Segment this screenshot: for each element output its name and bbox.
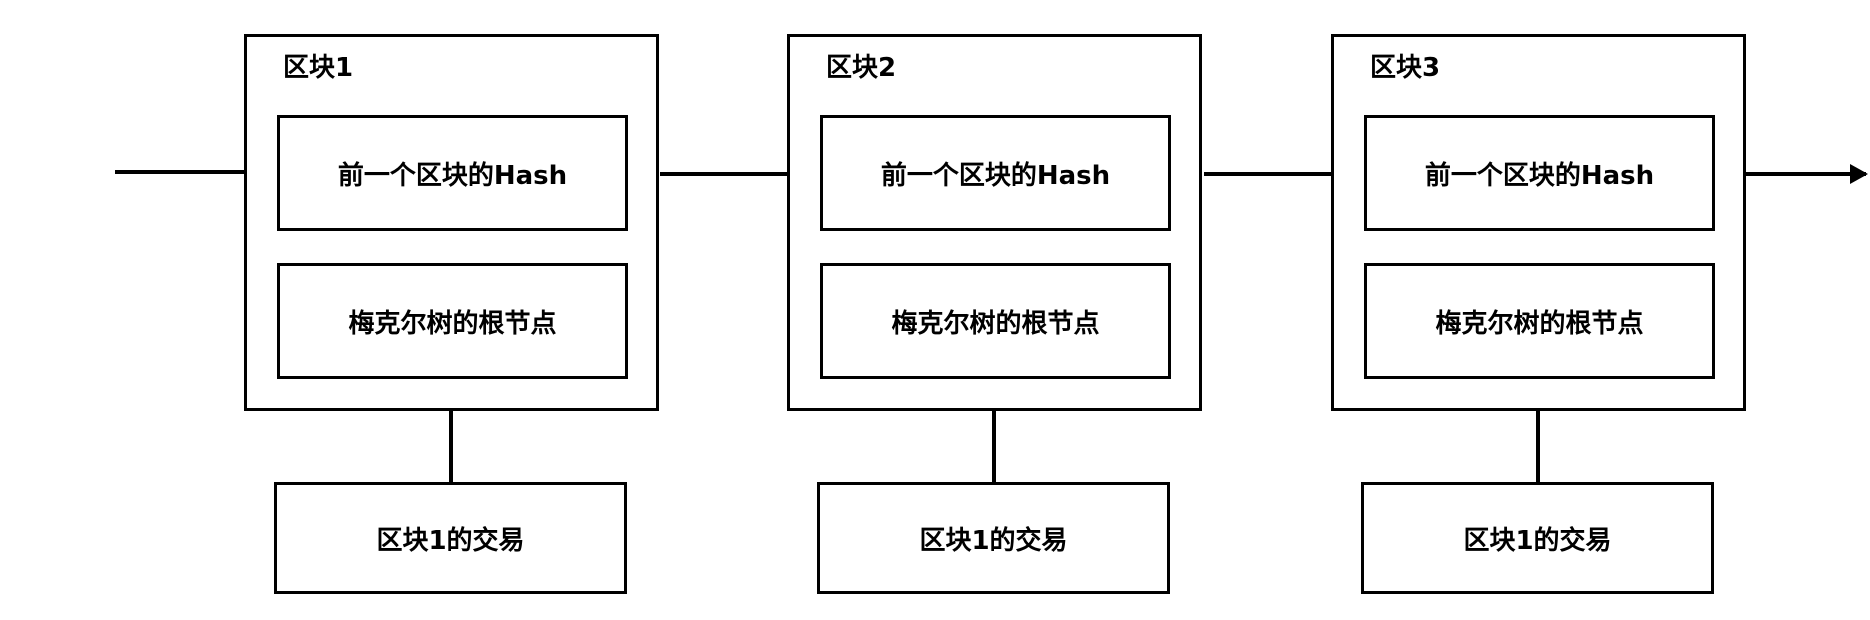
prev-hash-field: 前一个区块的Hash bbox=[277, 115, 628, 231]
merkle-root-field: 梅克尔树的根节点 bbox=[1364, 263, 1715, 379]
block-title: 区块2 bbox=[826, 53, 897, 83]
block-3: 区块3 前一个区块的Hash 梅克尔树的根节点 bbox=[1331, 34, 1746, 411]
transactions-box-1: 区块1的交易 bbox=[274, 482, 627, 594]
merkle-root-field: 梅克尔树的根节点 bbox=[820, 263, 1171, 379]
block-1: 区块1 前一个区块的Hash 梅克尔树的根节点 bbox=[244, 34, 659, 411]
merkle-root-field: 梅克尔树的根节点 bbox=[277, 263, 628, 379]
block-2: 区块2 前一个区块的Hash 梅克尔树的根节点 bbox=[787, 34, 1202, 411]
prev-hash-field: 前一个区块的Hash bbox=[1364, 115, 1715, 231]
block-title: 区块1 bbox=[283, 53, 354, 83]
transactions-box-3: 区块1的交易 bbox=[1361, 482, 1714, 594]
transactions-box-2: 区块1的交易 bbox=[817, 482, 1170, 594]
block-title: 区块3 bbox=[1370, 53, 1441, 83]
prev-hash-field: 前一个区块的Hash bbox=[820, 115, 1171, 231]
